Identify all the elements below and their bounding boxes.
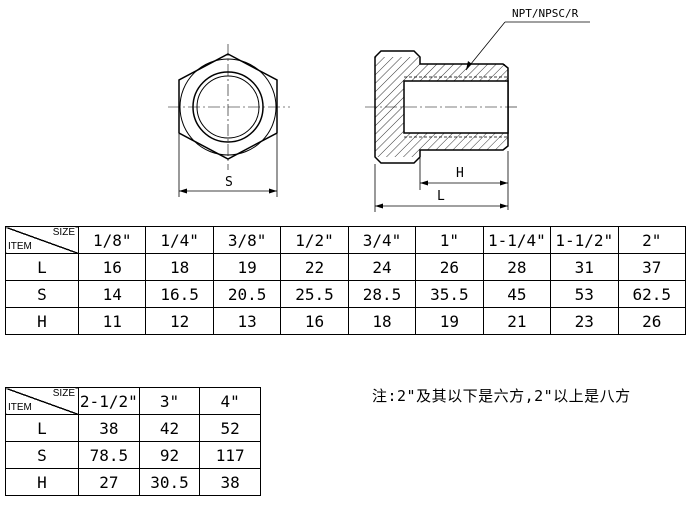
table-header-row: SIZE ITEM 1/8" 1/4" 3/8" 1/2" 3/4" 1" 1-… (5, 226, 686, 254)
table-cell: 25.5 (280, 280, 349, 308)
row-label: S (5, 280, 79, 308)
table-row: H 11 12 13 16 18 19 21 23 26 (5, 307, 686, 335)
row-label: L (5, 253, 79, 281)
table-cell: 11 (77, 307, 147, 335)
row-label: S (5, 441, 79, 469)
table-cell: 16 (280, 307, 349, 335)
side-section-view: NPT/NPSC/R H L (365, 7, 590, 212)
size-header: 2" (617, 226, 686, 254)
size-header: 1/8" (77, 226, 147, 254)
table-header-row: SIZE ITEM 2-1/2" 3" 4" (5, 387, 261, 415)
table-cell: 19 (415, 307, 484, 335)
table-row: S 14 16.5 20.5 25.5 28.5 35.5 45 53 62.5 (5, 280, 686, 308)
table-cell: 42 (138, 414, 201, 442)
table-cell: 35.5 (415, 280, 484, 308)
size-header: 1-1/4" (482, 226, 552, 254)
table-row: H 27 30.5 38 (5, 468, 261, 496)
size-header: 2-1/2" (78, 387, 140, 415)
table-cell: 22 (280, 253, 349, 281)
table-cell: 19 (212, 253, 282, 281)
table-cell: 20.5 (212, 280, 282, 308)
table-cell: 38 (78, 414, 140, 442)
corner-item-label: ITEM (8, 241, 32, 252)
table-cell: 14 (77, 280, 147, 308)
table-cell: 31 (550, 253, 619, 281)
corner-size-label: SIZE (52, 388, 75, 399)
table-cell: 38 (199, 468, 261, 496)
hex-end-view: S (168, 44, 290, 197)
dimension-table-large-sizes: SIZE ITEM 2-1/2" 3" 4" L 38 42 52 S 78.5… (5, 387, 261, 496)
dim-s-label: S (225, 175, 233, 190)
table-cell: 37 (617, 253, 686, 281)
technical-drawing: S NPT/NPSC/R H L (168, 7, 590, 212)
table-cell: 24 (347, 253, 417, 281)
table-cell: 16.5 (145, 280, 214, 308)
size-header: 1/4" (145, 226, 214, 254)
table-cell: 13 (212, 307, 282, 335)
table-cell: 78.5 (78, 441, 140, 469)
size-header: 1" (415, 226, 484, 254)
dim-l-label: L (437, 189, 445, 204)
table-cell: 30.5 (138, 468, 201, 496)
table-corner-cell: SIZE ITEM (5, 226, 79, 254)
row-label: H (5, 307, 79, 335)
table-cell: 12 (145, 307, 214, 335)
table-cell: 21 (482, 307, 552, 335)
table-row: S 78.5 92 117 (5, 441, 261, 469)
table-cell: 117 (199, 441, 261, 469)
table-cell: 26 (415, 253, 484, 281)
dimension-table-small-sizes: SIZE ITEM 1/8" 1/4" 3/8" 1/2" 3/4" 1" 1-… (5, 226, 686, 335)
table-cell: 18 (347, 307, 417, 335)
hex-octagon-note: 注:2"及其以下是六方,2"以上是八方 (372, 387, 631, 405)
table-cell: 23 (550, 307, 619, 335)
table-row: L 16 18 19 22 24 26 28 31 37 (5, 253, 686, 281)
corner-size-label: SIZE (52, 227, 75, 238)
table-cell: 62.5 (617, 280, 686, 308)
table-cell: 16 (77, 253, 147, 281)
table-cell: 26 (617, 307, 686, 335)
table-corner-cell: SIZE ITEM (5, 387, 79, 415)
size-header: 1-1/2" (550, 226, 619, 254)
table-cell: 18 (145, 253, 214, 281)
table-cell: 45 (482, 280, 552, 308)
corner-item-label: ITEM (8, 402, 32, 413)
table-row: L 38 42 52 (5, 414, 261, 442)
row-label: H (5, 468, 79, 496)
table-cell: 52 (199, 414, 261, 442)
size-header: 1/2" (280, 226, 349, 254)
thread-spec-label: NPT/NPSC/R (512, 7, 579, 20)
size-header: 3/4" (347, 226, 417, 254)
table-cell: 28.5 (347, 280, 417, 308)
table-cell: 27 (78, 468, 140, 496)
size-header: 4" (199, 387, 261, 415)
table-cell: 92 (138, 441, 201, 469)
size-header: 3" (138, 387, 201, 415)
table-cell: 28 (482, 253, 552, 281)
dim-h-label: H (456, 166, 464, 181)
row-label: L (5, 414, 79, 442)
size-header: 3/8" (212, 226, 282, 254)
table-cell: 53 (550, 280, 619, 308)
